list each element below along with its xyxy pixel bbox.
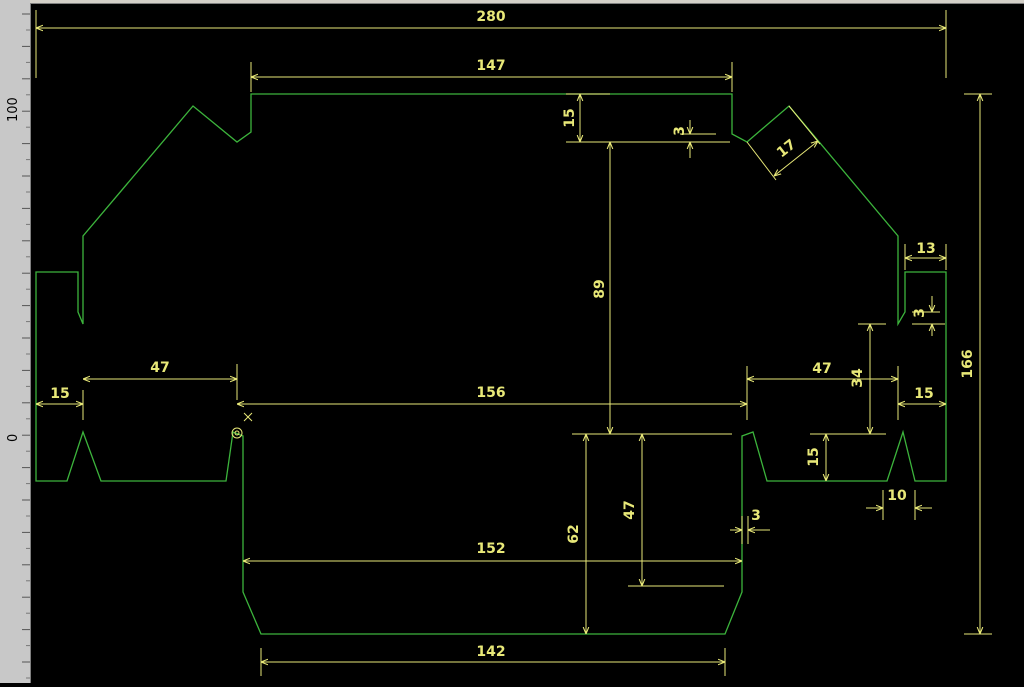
dim-right-tab-width: 13 (916, 241, 935, 257)
dim-right-flap-width: 47 (812, 361, 831, 377)
dim-top-tab-height: 15 (562, 108, 578, 127)
dim-overall-width: 280 (476, 9, 505, 25)
dim-right-tab-width-lower: 15 (914, 386, 933, 402)
dim-center-height: 89 (592, 279, 608, 298)
ruler-ticks (22, 13, 30, 679)
dim-bottom-base-width: 142 (476, 644, 505, 660)
dim-bottom-notch: 3 (751, 508, 761, 524)
ruler-label-0: 0 (6, 433, 21, 442)
drawing-canvas[interactable]: 280 147 15 3 17 13 89 3 34 166 47 15 156… (31, 4, 1024, 683)
dim-right-notch: 3 (912, 308, 928, 318)
drawing-svg: 280 147 15 3 17 13 89 3 34 166 47 15 156… (35, 9, 992, 676)
dim-left-tab-width: 15 (50, 386, 69, 402)
part-outline (35, 93, 947, 635)
dim-bottom-height: 62 (566, 524, 582, 543)
dim-left-flap-width: 47 (150, 360, 169, 376)
dim-right-height: 34 (850, 368, 866, 388)
origin-marker (231, 412, 253, 439)
top-toolbar-edge (30, 0, 1024, 4)
dim-diagonal-flap: 17 (774, 137, 799, 162)
dim-top-width: 147 (476, 58, 505, 74)
dim-notch-top: 3 (672, 126, 688, 136)
dim-slot-width: 10 (887, 488, 907, 504)
dim-slot-height: 15 (806, 447, 822, 466)
dim-bottom-width: 152 (476, 541, 505, 557)
ruler-label-100: 100 (6, 97, 21, 122)
vertical-ruler: 100 0 (0, 0, 31, 683)
dim-overall-height: 166 (960, 349, 976, 378)
dim-center-width: 156 (476, 385, 505, 401)
dim-inner-height: 47 (622, 500, 638, 519)
